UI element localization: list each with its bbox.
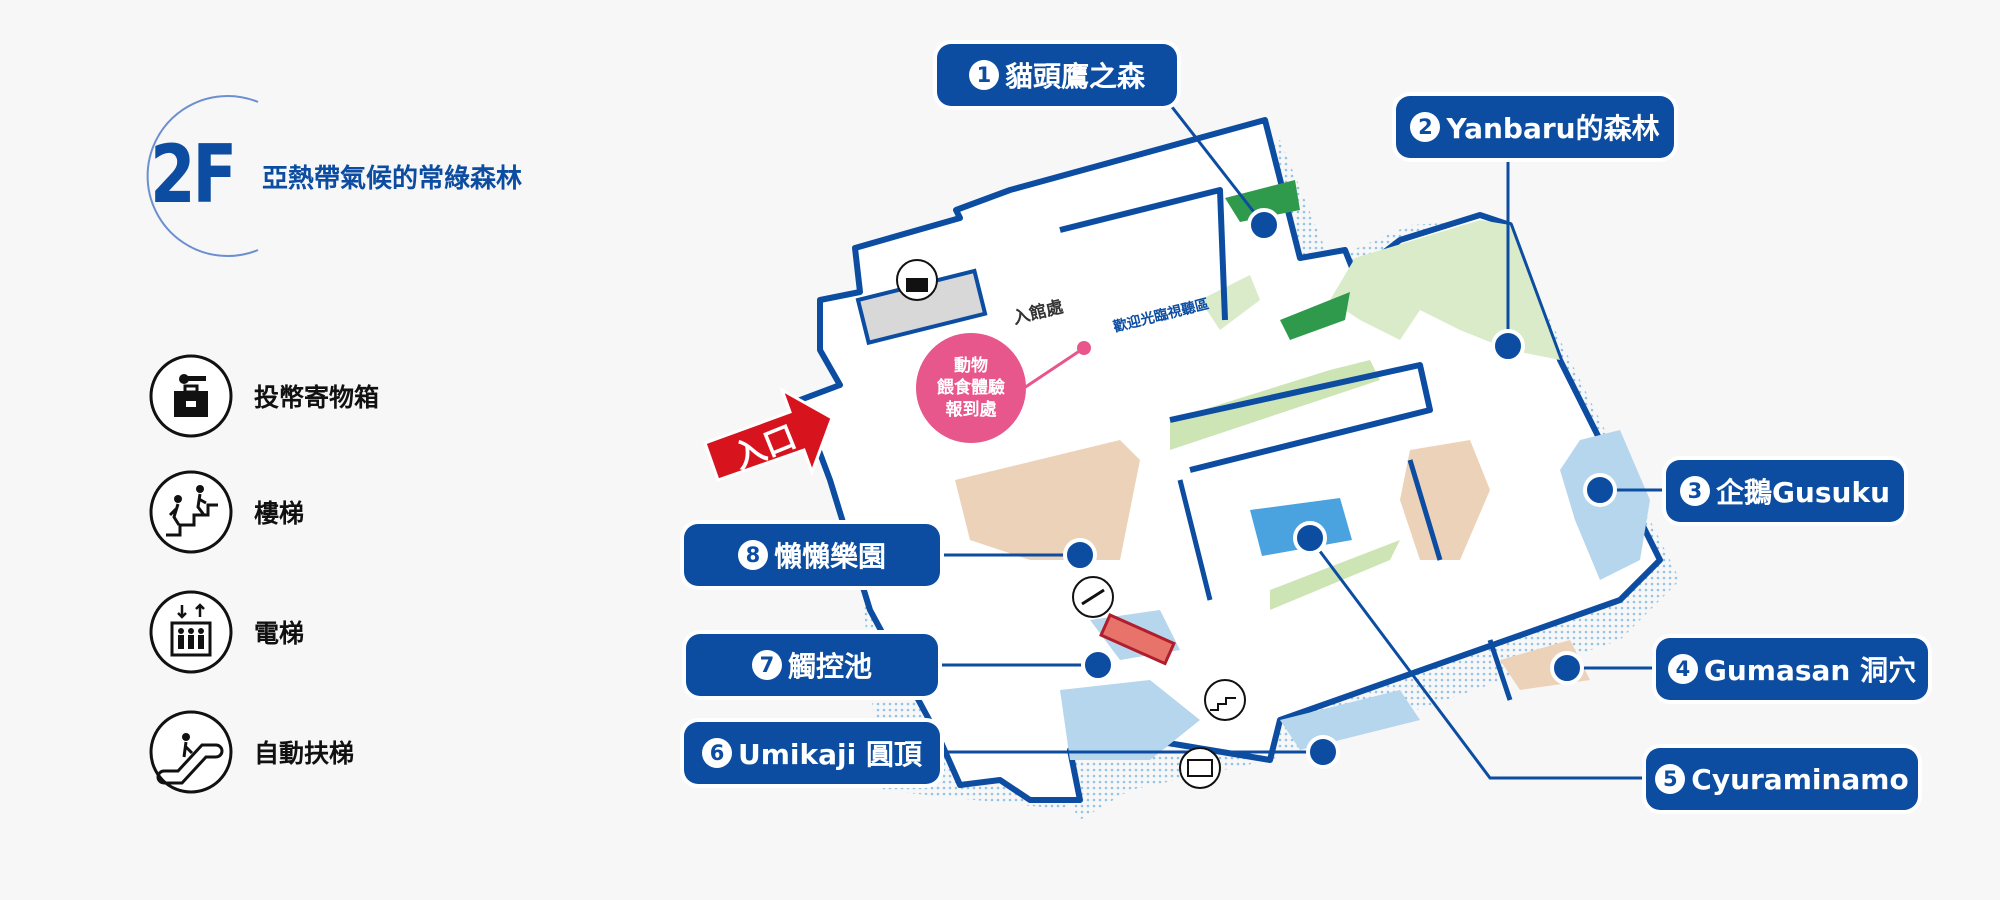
feeding-checkin-line: 動物 [954, 356, 988, 376]
area-name: 懶懶樂園 [773, 540, 886, 573]
legend-coin-locker: 投幣寄物箱 [148, 352, 379, 440]
interior-wall [1059, 187, 1433, 473]
area-name: 企鵝Gusuku [1715, 476, 1891, 509]
area-name: Cyuraminamo [1691, 762, 1909, 796]
forest-zone [1280, 292, 1350, 340]
interior-wall [1177, 459, 1513, 701]
entrance-arrow [703, 386, 834, 482]
feeding-marker [1077, 341, 1091, 355]
area-name: Gumasan 洞穴 [1703, 654, 1917, 687]
feeding-checkin-bubble: 動物 餵食體驗 報到處 [916, 333, 1026, 443]
water-zone [1280, 690, 1420, 750]
stairs-map-icon [1204, 679, 1246, 721]
legend-label-coin-locker: 投幣寄物箱 [254, 383, 380, 412]
legend-stairs: 樓梯 [148, 468, 304, 556]
area-name: Yanbaru的森林 [1446, 112, 1660, 145]
area-name: 觸控池 [787, 650, 872, 683]
elevator-map-icon [1179, 747, 1221, 789]
feeding-checkin-line: 報到處 [945, 400, 997, 420]
stairs-icon [149, 470, 233, 554]
floor-title: 亞熱帶氣候的常綠森林 [262, 164, 523, 194]
area-name: 貓頭鷹之森 [1004, 60, 1145, 93]
forest-zone [1270, 540, 1400, 610]
legend-label-elevator: 電梯 [254, 619, 305, 648]
floor-number: 2F [150, 128, 237, 221]
legend-label-escalator: 自動扶梯 [254, 739, 355, 768]
area-number-badge: 6 [702, 738, 732, 768]
area-number-badge: 5 [1655, 764, 1686, 794]
floor-badge-ring [146, 95, 259, 257]
sand-zone [1400, 440, 1490, 560]
area-number-badge: 2 [1410, 112, 1441, 142]
area-number-badge: 7 [751, 650, 782, 680]
escalator-shape [1099, 613, 1176, 666]
forest-zone [1330, 220, 1560, 360]
leader-lines [940, 97, 1666, 780]
feeding-checkin-line: 餵食體驗 [937, 378, 1005, 398]
escalator-icon [149, 710, 233, 794]
elevator-icon [149, 590, 233, 674]
escalator-map-icon [1072, 576, 1114, 618]
forest-zone [1225, 180, 1300, 222]
area-number-badge: 8 [737, 540, 768, 570]
legend-label-stairs: 樓梯 [254, 499, 305, 528]
locker-map-icon [896, 259, 938, 301]
area-markers [1063, 208, 1617, 769]
forest-zone [1200, 275, 1260, 330]
legend-escalator: 自動扶梯 [148, 708, 354, 796]
area-number-badge: 3 [1679, 476, 1710, 506]
area-number-badge: 1 [968, 60, 999, 90]
area-name: Umikaji 圓頂 [738, 738, 922, 771]
sand-zone [955, 440, 1140, 560]
legend-elevator: 電梯 [148, 588, 304, 676]
coin-locker-icon [149, 354, 233, 438]
area-number-badge: 4 [1667, 654, 1698, 684]
water-zone [1060, 680, 1200, 760]
